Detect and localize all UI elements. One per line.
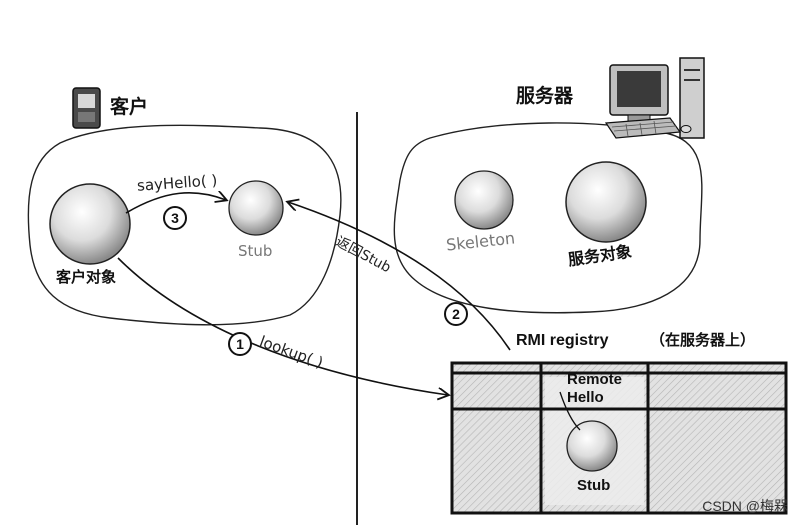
lookup-arrow — [118, 258, 448, 395]
client-stub-label: Stub — [238, 244, 272, 259]
client-stub-ball — [229, 181, 283, 235]
phone-icon — [73, 88, 100, 128]
client-title: 客户 — [110, 98, 148, 117]
server-title: 服务器 — [516, 87, 573, 106]
client-object-ball — [50, 184, 130, 264]
registry-title: RMI registry — [516, 333, 608, 349]
registry-stub-label: Stub — [577, 478, 610, 493]
registry-entry-line1: Remote — [567, 372, 622, 387]
registry-entry-line2: Hello — [567, 390, 604, 405]
step-3-badge: 3 — [163, 206, 187, 230]
server-zone — [394, 123, 702, 313]
client-object-label: 客户对象 — [56, 270, 116, 285]
registry-note: （在服务器上） — [650, 333, 755, 348]
skeleton-ball — [455, 171, 513, 229]
computer-icon — [606, 58, 704, 138]
service-object-ball — [566, 162, 646, 242]
watermark: CSDN @梅槑 — [702, 496, 788, 516]
registry-stub-ball — [567, 421, 617, 471]
step-2-badge: 2 — [444, 302, 468, 326]
step-1-badge: 1 — [228, 332, 252, 356]
